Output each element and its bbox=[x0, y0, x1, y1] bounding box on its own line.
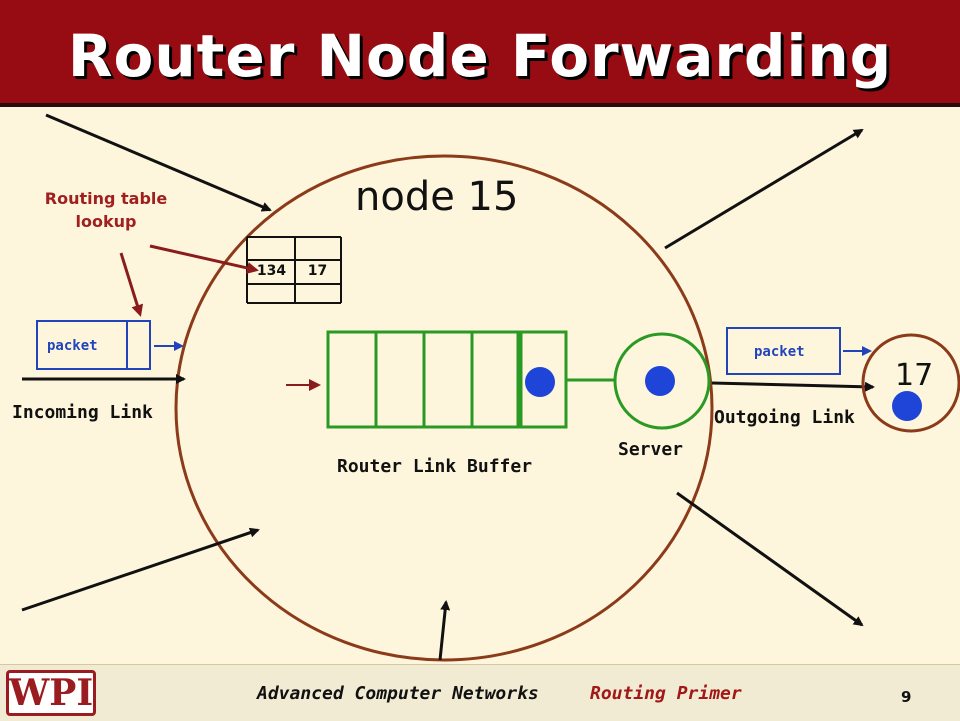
link-bottom-left bbox=[21, 527, 260, 612]
incoming-packet-box bbox=[36, 320, 151, 370]
node-15-circle bbox=[174, 154, 714, 662]
page-number: 9 bbox=[901, 688, 912, 706]
node-17-circle bbox=[861, 333, 960, 433]
wpi-logo: WPI bbox=[6, 670, 96, 716]
outgoing-link-line bbox=[711, 381, 875, 392]
table-entry-in: 134 bbox=[256, 263, 287, 279]
server-packet-dot bbox=[645, 366, 675, 396]
footer-bar bbox=[0, 664, 960, 721]
outgoing-packet-label: packet bbox=[754, 344, 805, 360]
routing-note-line-2: lookup bbox=[75, 212, 137, 231]
footer-course: Advanced Computer Networks bbox=[257, 683, 539, 704]
table-entry-out: 17 bbox=[307, 263, 328, 279]
server-circle bbox=[613, 332, 711, 430]
routing-note-line-1: Routing table bbox=[44, 189, 168, 208]
lookup-arrow-to-table bbox=[149, 244, 259, 274]
routing-table bbox=[246, 236, 342, 304]
footer-topic: Routing Primer bbox=[590, 683, 742, 704]
outgoing-link-label: Outgoing Link bbox=[714, 407, 855, 428]
node-17-packet-dot bbox=[892, 391, 922, 421]
routing-note: Routing table lookup bbox=[30, 187, 182, 233]
link-bottom bbox=[438, 600, 451, 661]
incoming-packet-label: packet bbox=[47, 338, 98, 354]
incoming-link-label: Incoming Link bbox=[12, 402, 153, 423]
slide-title: Router Node Forwarding bbox=[67, 22, 893, 90]
link-bottom-right bbox=[676, 491, 864, 627]
outgoing-packet-box bbox=[726, 327, 841, 375]
link-top-left bbox=[45, 113, 272, 212]
buffered-packet-dot bbox=[525, 367, 555, 397]
node-17-label: 17 bbox=[895, 358, 934, 393]
node-15-label: node 15 bbox=[355, 174, 519, 220]
title-banner bbox=[0, 0, 960, 107]
lookup-arrow-to-packet bbox=[119, 252, 144, 317]
buffer-label: Router Link Buffer bbox=[337, 456, 533, 477]
link-top-right bbox=[664, 128, 864, 250]
server-label: Server bbox=[618, 439, 684, 460]
router-link-buffer bbox=[326, 330, 568, 429]
